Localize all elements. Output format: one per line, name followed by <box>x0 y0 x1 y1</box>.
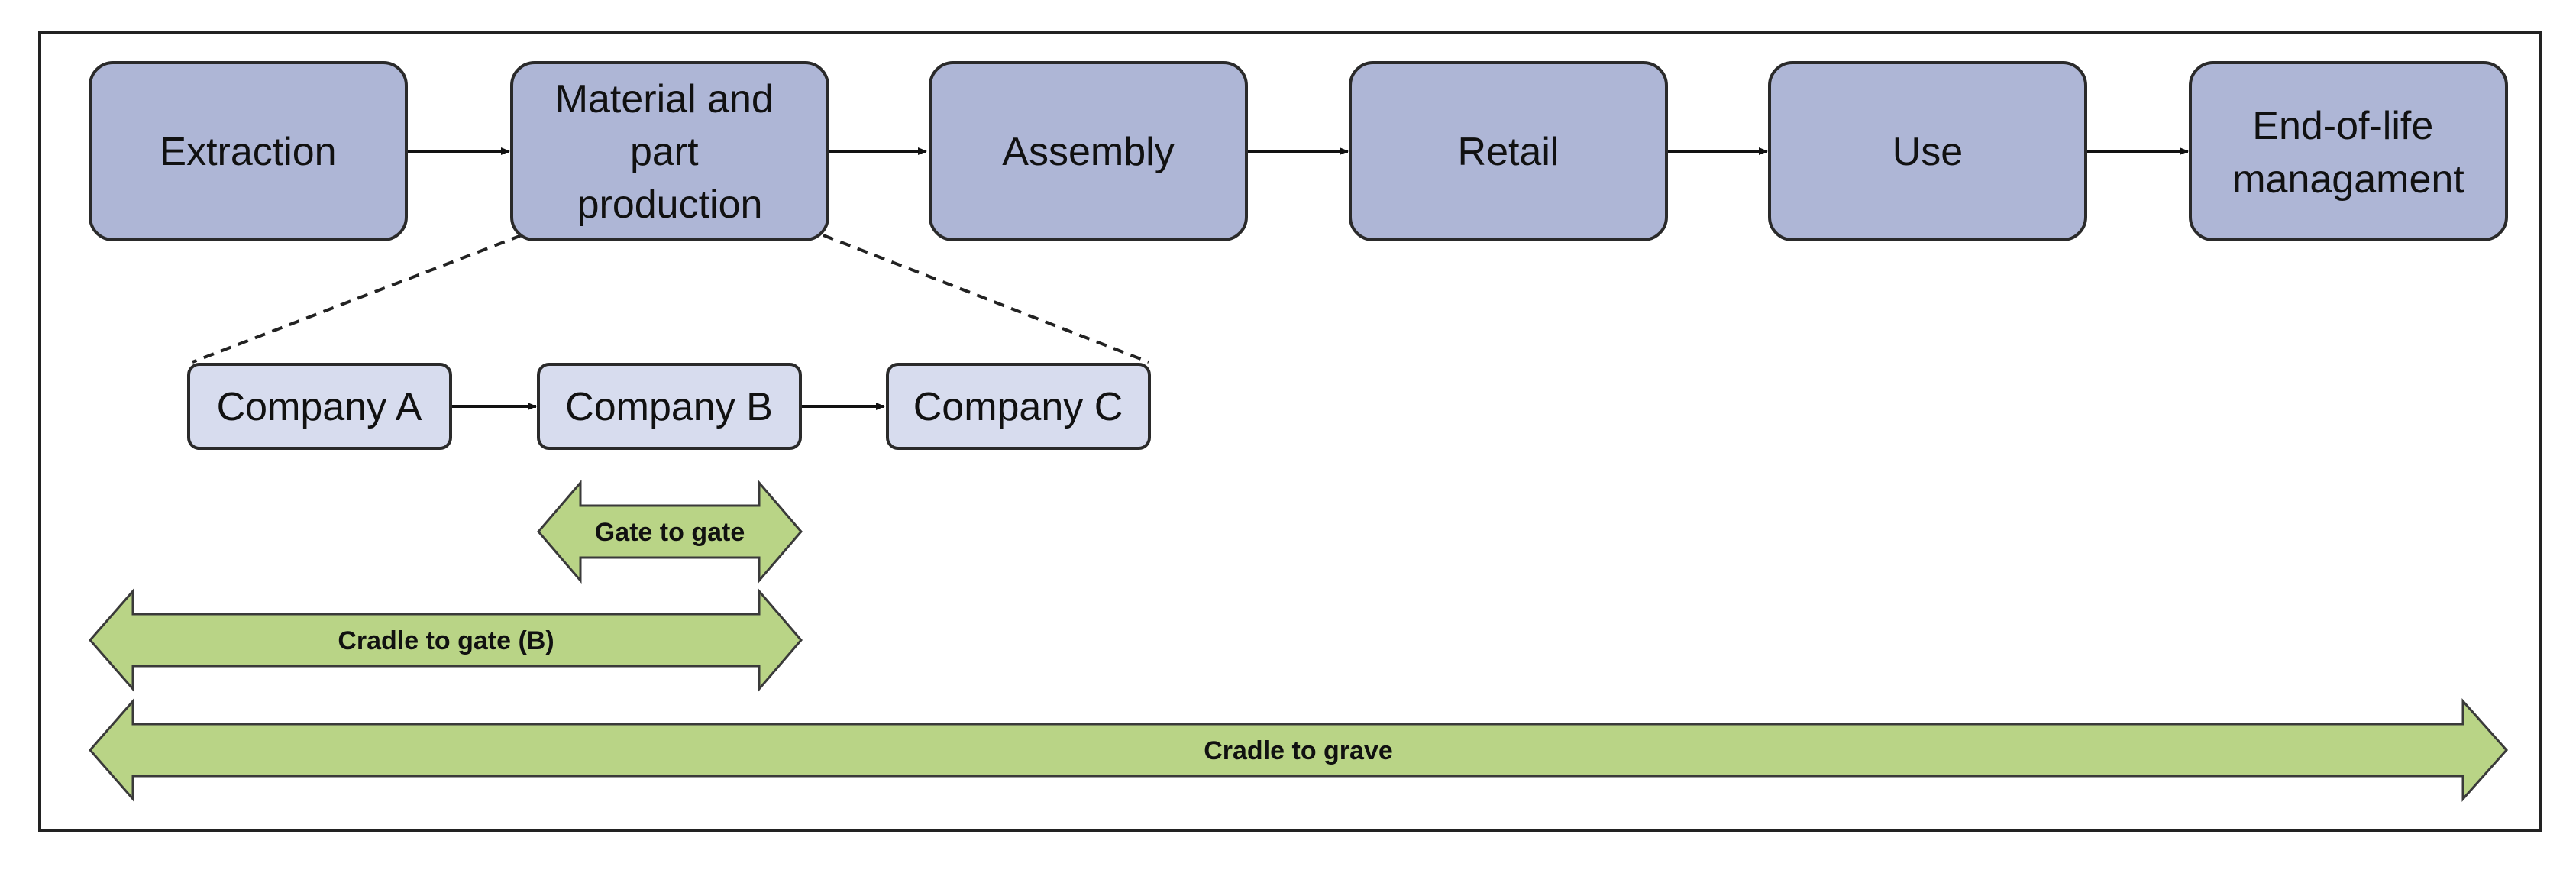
stage-label: Use <box>1892 130 1963 174</box>
stage-end-of-life-management: End-of-life managament <box>2189 61 2508 241</box>
diagram-frame <box>38 31 2542 832</box>
stage-label: Retail <box>1458 130 1559 174</box>
company-a: Company A <box>187 363 452 450</box>
scope-label: Cradle to grave <box>1204 736 1393 765</box>
company-box <box>187 363 452 450</box>
stage-box <box>510 61 829 241</box>
company-box <box>886 363 1151 450</box>
expansion-line-left <box>192 234 522 364</box>
expansion-line-right <box>823 234 1149 364</box>
stage-use: Use <box>1768 61 2087 241</box>
company-label: Company B <box>565 385 773 429</box>
scope-cradle-to-grave: Cradle to grave <box>89 698 2509 802</box>
stage-label: Assembly <box>1002 130 1174 174</box>
scope-arrow <box>537 479 803 584</box>
company-b: Company B <box>537 363 802 450</box>
stage-box <box>1349 61 1668 241</box>
stage-retail: Retail <box>1349 61 1668 241</box>
stage-box <box>89 61 408 241</box>
scope-label: Cradle to gate (B) <box>338 626 554 655</box>
stage-assembly: Assembly <box>929 61 1248 241</box>
stage-box <box>929 61 1248 241</box>
scope-cradle-to-gate: Cradle to gate (B) <box>89 587 803 693</box>
stage-box <box>1768 61 2087 241</box>
stage-label: End-of-life managament <box>2232 104 2464 202</box>
stage-extraction: Extraction <box>89 61 408 241</box>
scope-gate-to-gate: Gate to gate <box>537 479 803 584</box>
stage-label: Material and part production <box>555 77 785 227</box>
scope-arrow <box>89 587 803 693</box>
scope-arrow <box>89 698 2509 802</box>
company-c: Company C <box>886 363 1151 450</box>
stage-material-production: Material and part production <box>510 61 829 241</box>
scope-label: Gate to gate <box>595 518 745 547</box>
company-label: Company A <box>217 385 422 429</box>
company-label: Company C <box>913 385 1123 429</box>
company-box <box>537 363 802 450</box>
stage-box <box>2189 61 2508 241</box>
stage-label: Extraction <box>160 130 336 174</box>
